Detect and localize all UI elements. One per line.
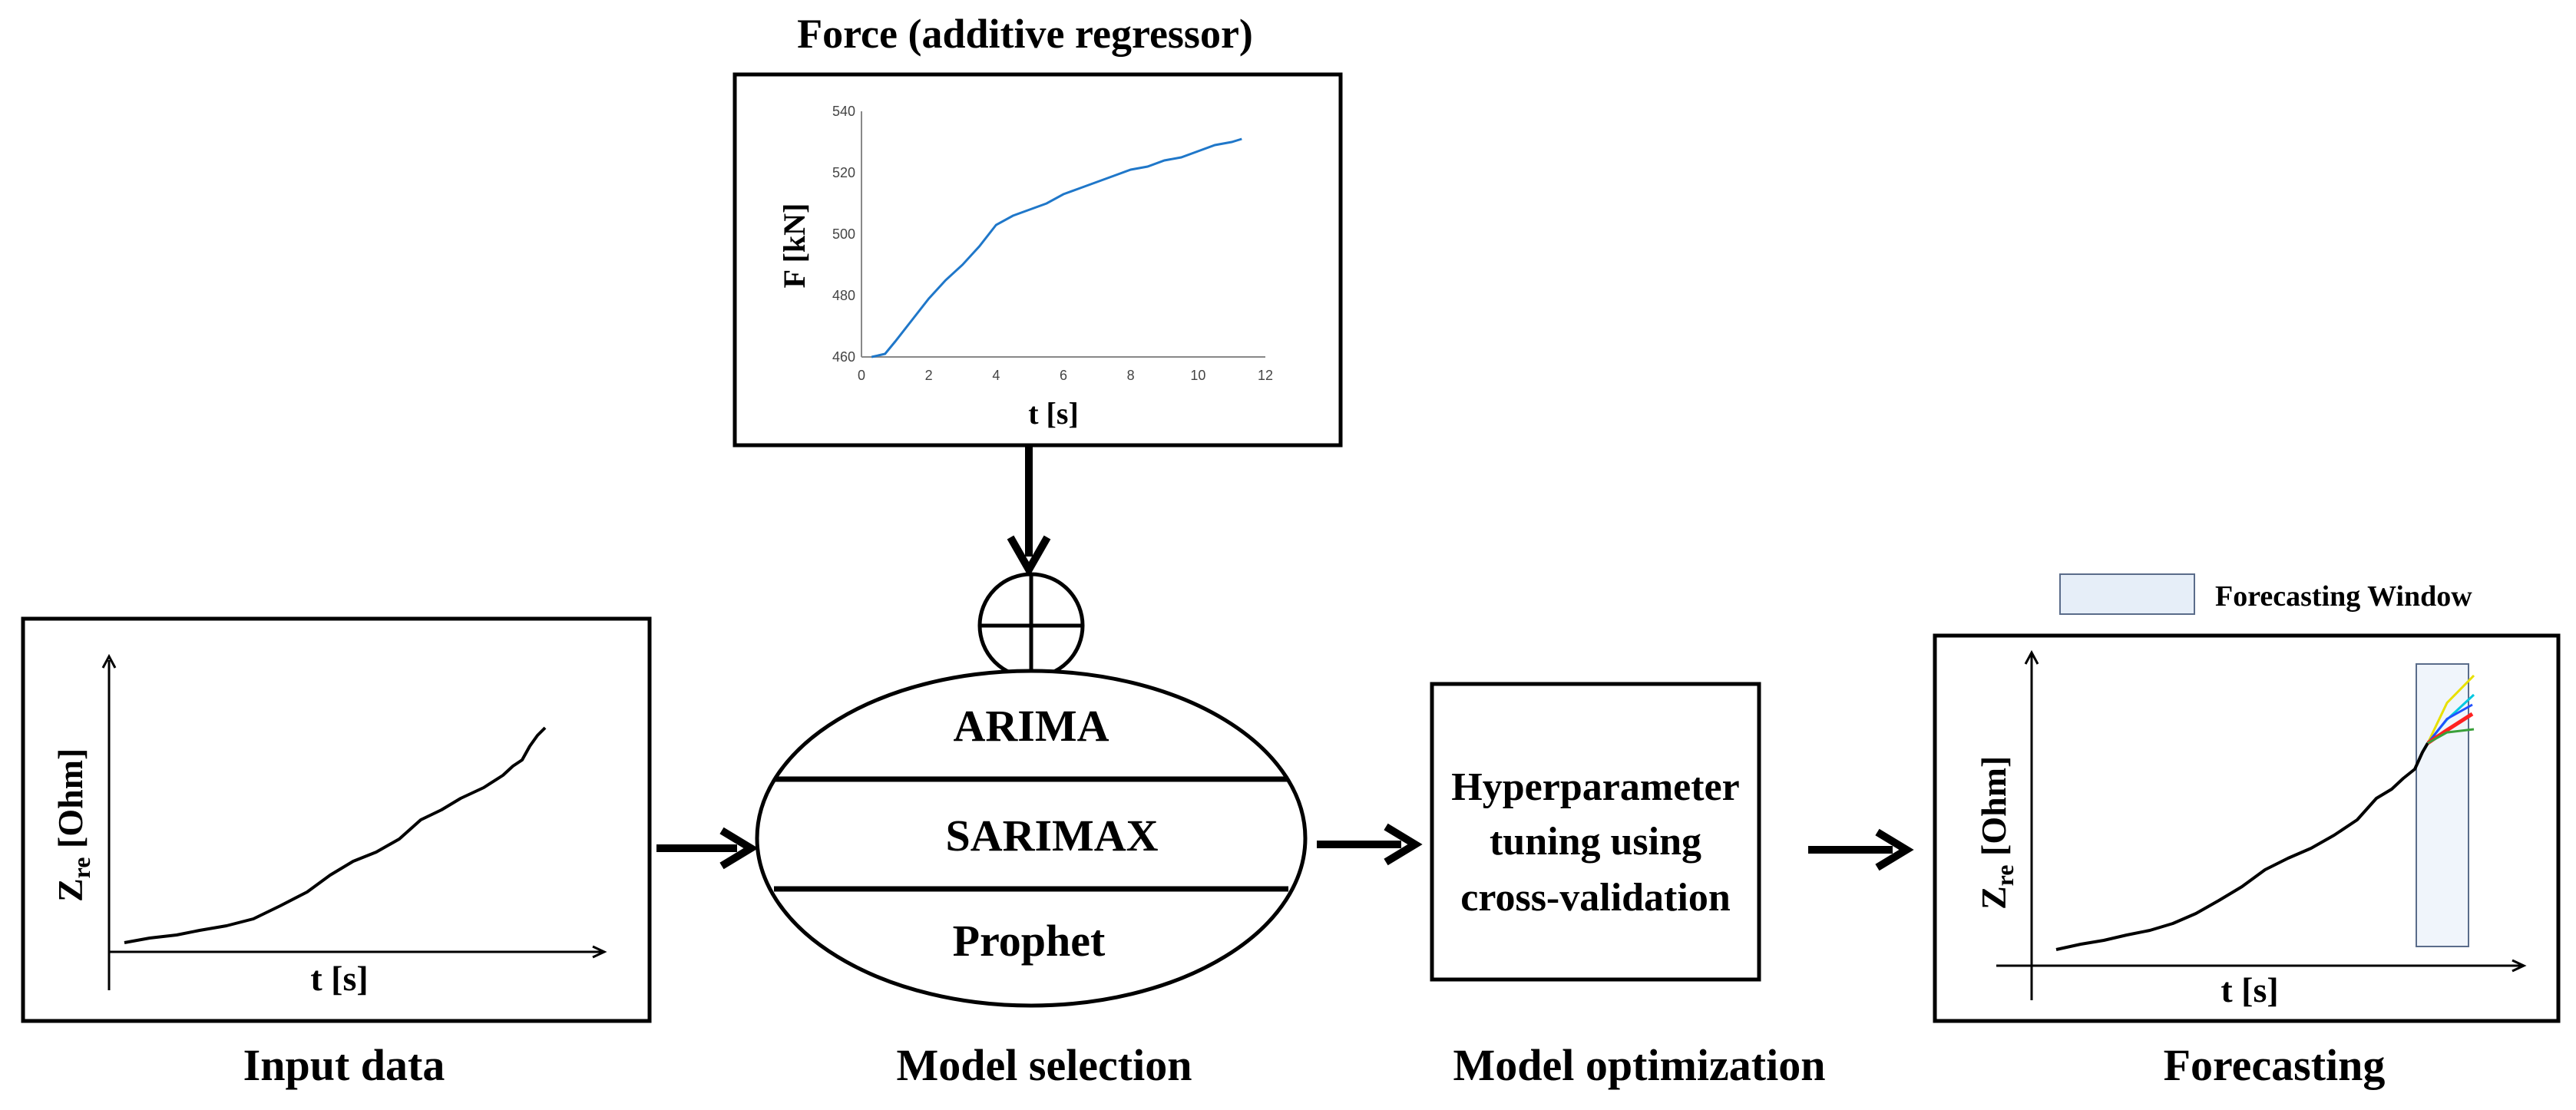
forecast-window-legend-label: Forecasting Window <box>2215 580 2472 613</box>
forecast-history-line <box>2055 742 2429 951</box>
model-sarimax: SARIMAX <box>945 811 1158 861</box>
force-y-tick-label: 460 <box>832 349 855 365</box>
force-x-tick-label: 12 <box>1258 368 1273 383</box>
force-y-axis-label: F [kN] <box>777 203 812 289</box>
force-x-axis-label: t [s] <box>1028 396 1079 431</box>
force-x-tick-label: 8 <box>1127 368 1135 383</box>
force-chart: 0 2 4 6 8 10 12 460 480 500 520 540 t [s] F [kN] <box>777 104 1273 431</box>
input-data-panel: Zre [Ohm] t [s] Input data <box>21 616 652 1090</box>
forecasting-caption: Forecasting <box>2164 1040 2386 1090</box>
forecast-lines <box>2426 674 2475 745</box>
input-y-axis-label: Zre [Ohm] <box>51 748 95 902</box>
model-selection-caption: Model selection <box>897 1040 1192 1090</box>
optimization-line-3: cross-validation <box>1460 876 1731 920</box>
force-x-tick-label: 4 <box>992 368 1000 383</box>
optimization-to-forecast-arrow <box>1808 828 1914 871</box>
model-optimization-box: Hyperparameter tuning using cross-valida… <box>1430 682 1826 1090</box>
model-arima: ARIMA <box>954 701 1109 751</box>
forecast-line <box>2427 728 2475 745</box>
forecasting-panel: Forecasting Window Zre [Ohm] t [s] Forec… <box>1933 573 2561 1090</box>
force-to-sum-arrow <box>1007 445 1051 578</box>
input-x-axis-label: t [s] <box>310 959 368 998</box>
input-chart-frame <box>21 616 652 1023</box>
optimization-line-2: tuning using <box>1490 820 1701 864</box>
input-series-line <box>124 726 547 944</box>
force-x-tick-label: 2 <box>925 368 933 383</box>
input-to-model-arrow <box>656 827 759 870</box>
input-data-caption: Input data <box>243 1040 445 1090</box>
forecast-y-axis-label: Zre [Ohm] <box>1974 756 2019 910</box>
force-y-tick-label: 540 <box>832 104 855 119</box>
force-regressor-panel: Force (additive regressor) 0 2 4 6 8 10 12 460 4… <box>732 11 1343 448</box>
model-to-optimization-arrow <box>1317 823 1423 866</box>
force-x-tick-label: 6 <box>1060 368 1067 383</box>
force-y-tick-label: 520 <box>832 165 855 180</box>
circled-plus-icon <box>977 572 1085 679</box>
force-x-tick-label: 0 <box>858 368 865 383</box>
model-optimization-caption: Model optimization <box>1453 1040 1826 1090</box>
force-chart-frame <box>732 72 1343 448</box>
force-y-tick-label: 500 <box>832 226 855 242</box>
forecast-x-axis-label: t [s] <box>2221 970 2278 1009</box>
model-selection-ellipse: ARIMA SARIMAX Prophet Model selection <box>755 669 1308 1090</box>
force-y-tick-label: 480 <box>832 288 855 303</box>
model-prophet: Prophet <box>953 916 1106 966</box>
forecast-line <box>2426 674 2475 744</box>
forecast-line <box>2426 703 2473 744</box>
forecast-window-legend-swatch <box>2059 573 2195 615</box>
force-panel-title: Force (additive regressor) <box>797 11 1253 57</box>
force-x-tick-label: 10 <box>1190 368 1205 383</box>
optimization-line-1: Hyperparameter <box>1451 765 1739 809</box>
force-series-line <box>871 137 1242 358</box>
